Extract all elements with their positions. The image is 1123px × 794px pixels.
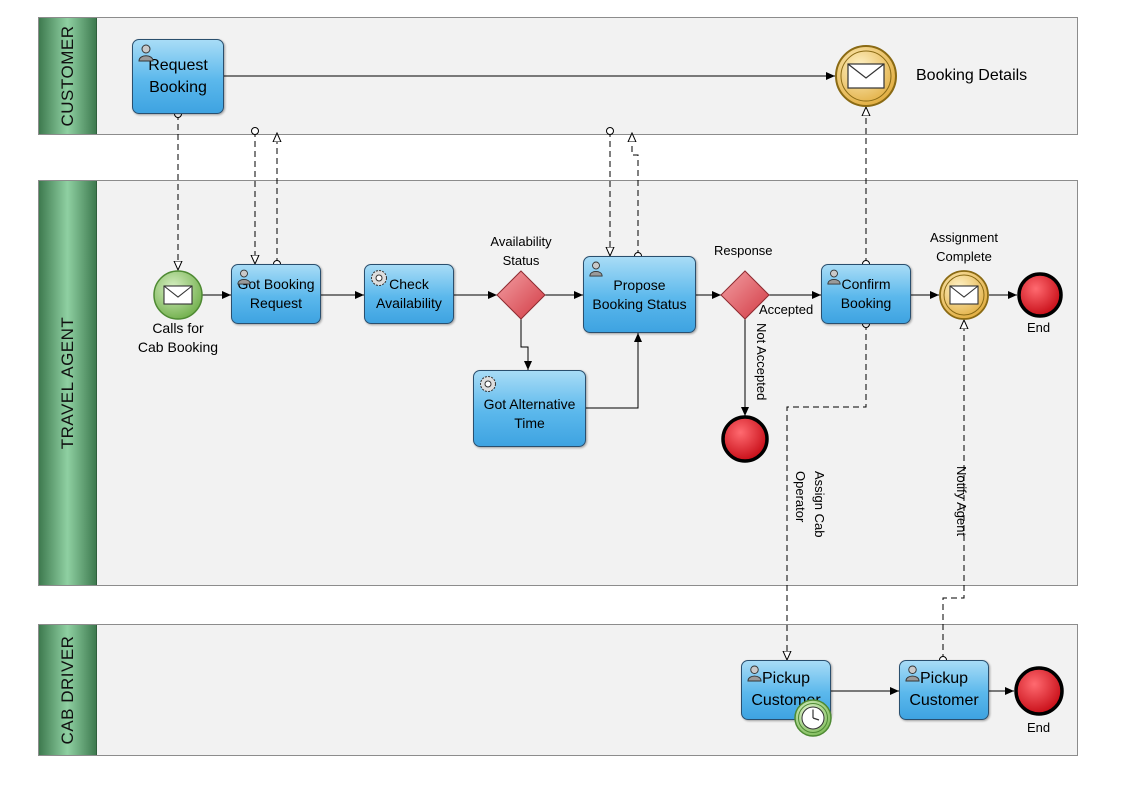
task-label-line2: Availability <box>376 295 442 311</box>
label-line1: Assignment <box>930 230 998 245</box>
user-icon <box>237 269 251 290</box>
response-label: Response <box>714 243 773 258</box>
task-label-line2: Booking <box>149 78 207 96</box>
calls-for-cab-booking-label: Calls for Cab Booking <box>128 319 228 357</box>
response-gateway <box>720 270 770 320</box>
availability-status-label: Availability Status <box>471 232 571 270</box>
task-label-line1: Check <box>389 276 429 292</box>
booking-details-event <box>835 45 897 107</box>
label-line1: Calls for <box>152 320 204 336</box>
assignment-complete-event <box>939 270 989 320</box>
user-icon <box>138 44 154 69</box>
assign-cab-operator-label: Assign Cab Operator <box>791 471 829 537</box>
start-message-event <box>153 270 203 320</box>
accepted-label: Accepted <box>759 302 814 317</box>
msg-notify-agent <box>943 320 964 660</box>
msg-assign-cab-operator <box>787 324 866 660</box>
label-line2: Complete <box>936 249 992 264</box>
end-event-not-accepted <box>721 415 769 463</box>
task-label-line1: Propose <box>613 276 666 293</box>
task-label-line1: Pickup <box>919 670 968 687</box>
label-line2: Status <box>502 253 540 268</box>
msg-propose-to-customer <box>632 133 638 256</box>
availability-gateway <box>496 270 546 320</box>
lane-header-customer: CUSTOMER <box>39 18 97 134</box>
notify-agent-label: Notify Agent <box>954 466 969 537</box>
lane-header-travel-agent: TRAVEL AGENT <box>39 181 97 585</box>
task-label-line2: Booking <box>840 295 892 311</box>
task-label-line2: Request <box>249 295 303 311</box>
task-label-line1: Got Alternative <box>483 395 576 412</box>
booking-details-label: Booking Details <box>916 67 1028 84</box>
end-agent-label: End <box>1027 320 1051 335</box>
label-line2: Cab Booking <box>137 339 219 355</box>
flow-gateway-to-alternative <box>520 318 532 370</box>
user-icon <box>747 665 762 689</box>
end-event-agent <box>1017 272 1063 318</box>
flow-alternative-to-propose <box>586 333 642 409</box>
label-line1: Availability <box>490 234 552 249</box>
task-label-line1: Got Booking <box>237 276 315 292</box>
service-gear-icon <box>479 375 497 398</box>
assignment-complete-label: Assignment Complete <box>914 228 1014 266</box>
user-icon <box>905 665 920 689</box>
task-label-line1: Request <box>148 56 208 74</box>
label-line2: Operator <box>793 471 808 523</box>
task-label-line1: Confirm <box>841 276 891 292</box>
message-flows <box>178 107 964 660</box>
end-driver-label: End <box>1027 720 1051 735</box>
lane-header-cab-driver: CAB DRIVER <box>39 625 97 755</box>
task-label-line2: Time <box>514 414 545 431</box>
user-icon <box>589 261 603 282</box>
not-accepted-label: Not Accepted <box>754 323 769 401</box>
sequence-flows <box>201 72 1017 695</box>
user-icon <box>827 269 841 290</box>
task-label-line1: Pickup <box>761 670 810 687</box>
timer-boundary-icon <box>794 699 832 737</box>
task-label-line2: Customer <box>909 692 979 709</box>
label-line1: Assign Cab <box>812 471 827 538</box>
end-event-driver <box>1014 666 1064 716</box>
task-label-line2: Booking Status <box>592 295 687 312</box>
service-gear-icon <box>370 269 388 292</box>
